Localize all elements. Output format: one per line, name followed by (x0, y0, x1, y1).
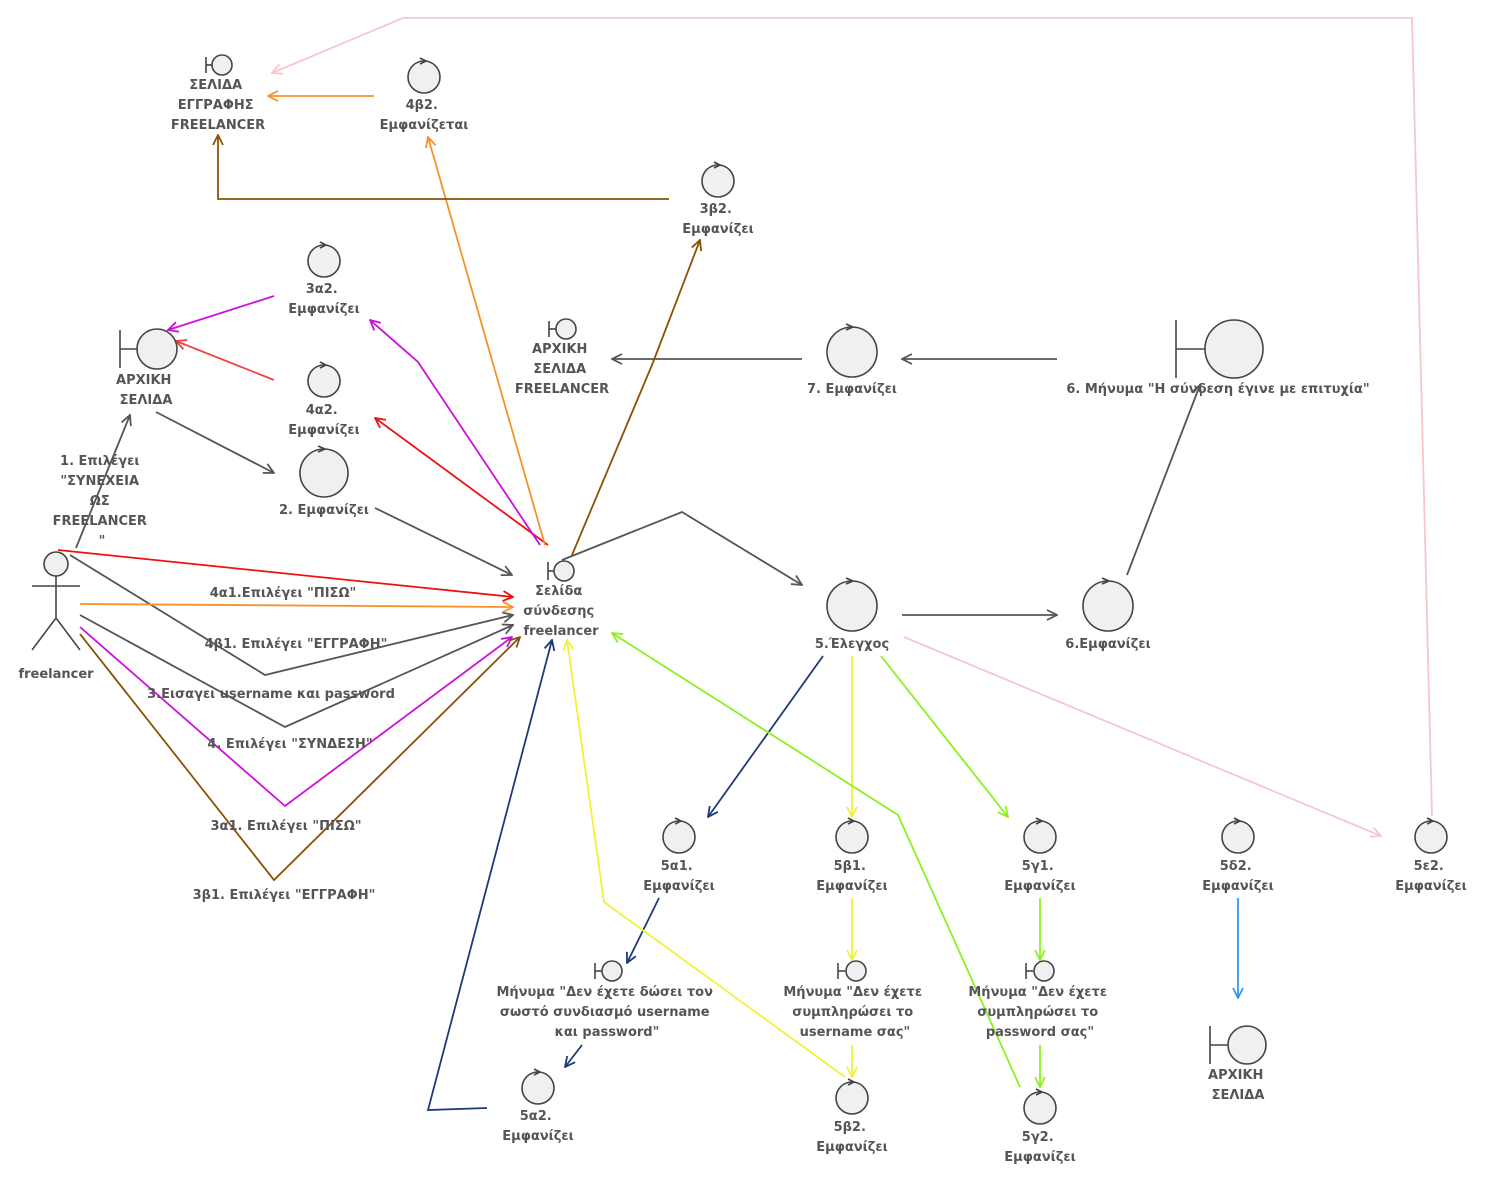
label-elegxos: 5.Έλεγχος (815, 637, 889, 652)
label-5g2: 5γ2. Εμφανίζει (1004, 1130, 1075, 1165)
control-elegxos (826, 577, 878, 632)
labels: freelancer ΣΕΛΙΔΑ ΕΓΓΡΑΦΗΣ FREELANCER 4β… (18, 78, 1466, 1165)
control-5a1 (662, 817, 696, 854)
svg-text:freelancer: freelancer (18, 667, 94, 682)
edge-3a1-magenta (79, 626, 512, 808)
edge-label-4b1: 4β1. Επιλέγει "ΕΓΓΡΑΦΗ" (205, 637, 388, 652)
edge-elegxos-to-5e2 (903, 636, 1381, 836)
control-5g1 (1023, 817, 1057, 854)
label-4a2: 4α2. Εμφανίζει (288, 403, 359, 438)
edge-3a2-to-arxiki (168, 295, 275, 330)
label-n6: 6.Εμφανίζει (1065, 637, 1150, 652)
boundary-msg5b (837, 960, 867, 982)
edge-selida-to-elegxos (561, 510, 802, 585)
edge-elegxos-to-5g1 (880, 655, 1008, 817)
edge-4a1-red (57, 549, 513, 597)
label-5d2: 5δ2. Εμφανίζει (1202, 859, 1273, 894)
edge-4a2-to-arxiki (176, 341, 275, 381)
boundary-msg5g (1025, 960, 1055, 982)
edge-5e2-to-eggrafis (272, 17, 1433, 817)
edge-arxiki-to-n2 (155, 411, 274, 473)
edge-selida-to-4a2 (375, 418, 549, 546)
control-5b2 (835, 1078, 869, 1115)
boundary-arxiki-selida-bottom (1209, 1025, 1267, 1065)
boundary-arxiki-freelancer (548, 318, 577, 340)
edge-selida-to-3a2 (370, 320, 541, 546)
boundary-selida-syndesis (547, 560, 575, 582)
edge-actor-to-arxiki (75, 415, 130, 549)
label-n7: 7. Εμφανίζει (807, 382, 897, 397)
boundary-arxiki-selida-top (119, 328, 178, 370)
control-n7 (826, 323, 878, 378)
control-n6 (1082, 577, 1134, 632)
edge-selida-to-3b2 (571, 240, 700, 556)
boundary-msg5a (594, 960, 623, 982)
edge-label-4: 4. Επιλέγει "ΣΥΝΔΕΣΗ" (207, 737, 372, 752)
label-selida-eggrafis: ΣΕΛΙΔΑ ΕΓΓΡΑΦΗΣ FREELANCER (171, 78, 265, 133)
label-arxiki-bottom: ΑΡΧΙΚΗ ΣΕΛΙΔΑ (1208, 1068, 1268, 1103)
edge-elegxos-to-5a1 (708, 655, 824, 817)
control-4a2 (307, 361, 341, 398)
label-3b2: 3β2. Εμφανίζει (682, 202, 753, 237)
label-msg6: 6. Μήνυμα "Η σύνδεση έγινε με επιτυχία" (1066, 382, 1369, 397)
edge-4b1 (69, 554, 513, 676)
label-msg5a: Μήνυμα "Δεν έχετε δώσει τον σωστό συνδια… (496, 985, 717, 1040)
edge-label-3a1: 3α1. Επιλέγει "ΠΙΣΩ" (210, 819, 361, 834)
label-5a2: 5α2. Εμφανίζει (502, 1109, 573, 1144)
freelancer-actor (31, 551, 81, 651)
control-5d2 (1221, 817, 1255, 854)
label-selida-syndesis: Σελίδα σύνδεσης freelancer (523, 584, 599, 639)
edge-n6-to-msg6 (1126, 385, 1200, 576)
edge-5a2-to-selida (426, 640, 552, 1111)
edge-selida-to-4b2 (428, 137, 546, 546)
edge-n2-to-selida (374, 507, 512, 575)
edge-5g2-to-selida (612, 633, 1021, 1088)
control-3a2 (307, 241, 341, 278)
label-3a2: 3α2. Εμφανίζει (288, 282, 359, 317)
edge-label-3: 3.Εισαγει username και password (147, 687, 395, 702)
label-5e2: 5ε2. Εμφανίζει (1395, 859, 1466, 894)
edge-msg5a-to-5a2 (565, 1044, 583, 1067)
control-5b1 (835, 817, 869, 854)
label-5a1: 5α1. Εμφανίζει (643, 859, 714, 894)
label-5b2: 5β2. Εμφανίζει (816, 1120, 887, 1155)
edge-4b1-orange (79, 604, 513, 607)
edge-3b1-brown (79, 633, 520, 882)
control-5e2 (1414, 817, 1448, 854)
control-4b2 (407, 57, 441, 94)
label-5g1: 5γ1. Εμφανίζει (1004, 859, 1075, 894)
actor-label: freelancer (18, 667, 94, 682)
edges (57, 17, 1433, 1111)
edge-label-4a1: 4α1.Επιλέγει "ΠΙΣΩ" (210, 586, 357, 601)
control-5g2 (1023, 1088, 1057, 1125)
edge-3-username (79, 614, 513, 729)
label-arxiki-top: ΑΡΧΙΚΗ ΣΕΛΙΔΑ (116, 373, 176, 408)
control-n2 (299, 445, 349, 498)
boundary-msg6 (1175, 319, 1264, 379)
edge-label-3b1: 3β1. Επιλέγει "ΕΓΓΡΑΦΗ" (193, 888, 376, 903)
label-n2: 2. Εμφανίζει (279, 503, 369, 518)
boundary-selida-eggrafis (205, 54, 233, 76)
nodes (31, 54, 1448, 1125)
control-3b2 (701, 161, 735, 198)
edge-5b2-to-selida (567, 640, 846, 1078)
label-msg5g: Μήνυμα "Δεν έχετε συμπληρώσει το passwor… (968, 985, 1111, 1040)
label-4b2: 4β2. Εμφανίζεται (380, 98, 469, 133)
edge-3b2-to-eggrafis (218, 135, 669, 200)
label-arxiki-freelancer: ΑΡΧΙΚΗ ΣΕΛΙΔΑ FREELANCER (515, 342, 609, 397)
edge-label-1: 1. Επιλέγει "ΣΥΝΕΧΕΙΑ ΩΣ FREELANCER " (53, 454, 152, 549)
label-msg5b: Μήνυμα "Δεν έχετε συμπληρώσει το usernam… (783, 985, 926, 1040)
label-5b1: 5β1. Εμφανίζει (816, 859, 887, 894)
control-5a2 (521, 1068, 555, 1105)
